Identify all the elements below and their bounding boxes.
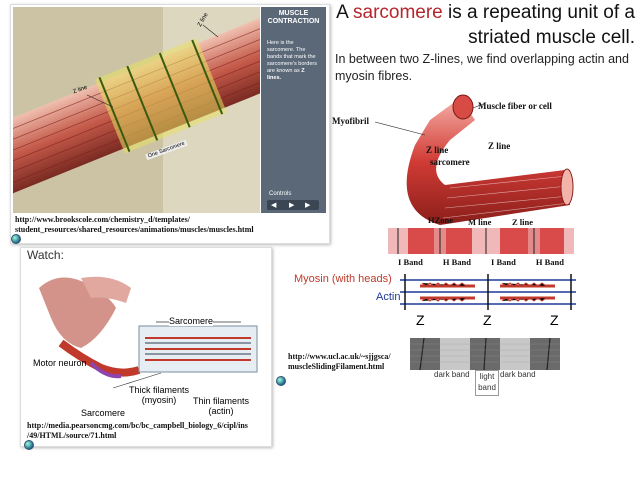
globe-icon[interactable]: [11, 234, 21, 244]
sarcomere-label-2: Sarcomere: [81, 408, 126, 418]
sidebar-header: MUSCLE CONTRACTION: [267, 10, 320, 25]
play-icon[interactable]: ▶: [289, 202, 295, 209]
m-line-label: M line: [468, 217, 492, 227]
electron-micrograph: [410, 338, 560, 370]
muscle-fiber-label: Muscle fiber or cell: [478, 101, 552, 111]
ucl-url[interactable]: http://www.ucl.ac.uk/~sjjgsca/ muscleSli…: [288, 352, 391, 371]
actin-label: Actin: [376, 291, 401, 303]
z-line-label-b: Z line: [488, 141, 511, 151]
myofibril-label: Myofibril: [332, 116, 369, 126]
z-mark: Z: [550, 312, 559, 328]
sidebar-text: Here is the sarcomere. The bands that ma…: [267, 40, 317, 81]
watch-url[interactable]: http://media.pearsoncmg.com/bc/bc_campbe…: [27, 421, 248, 440]
hzone-label: HZone: [428, 215, 454, 225]
myosin-label: Myosin (with heads): [294, 273, 392, 285]
thin-filaments-label: Thin filaments(actin): [193, 396, 250, 416]
globe-icon[interactable]: [24, 440, 34, 450]
next-icon[interactable]: ▶: [305, 202, 311, 209]
z-mark: Z: [416, 312, 425, 328]
muscle-fiber-illustration: [13, 7, 260, 213]
intro-text: In between two Z-lines, we find overlapp…: [335, 52, 629, 83]
muscle-anatomy-illustration: [39, 276, 258, 389]
animation-stage[interactable]: Z line Z line One Sarcomere: [13, 7, 260, 213]
band-strip: [388, 228, 574, 254]
z-mark: Z: [483, 312, 492, 328]
z-line-label-c: Z line: [512, 217, 534, 227]
controls-label: Controls: [269, 191, 292, 197]
thick-filaments-label: Thick filaments(myosin): [129, 385, 190, 405]
title-highlight: sarcomere: [353, 2, 443, 23]
controls-bar[interactable]: ◀ ▶ ▶: [267, 200, 319, 210]
z-line-label-a: Z line: [426, 145, 449, 155]
band-label: I Band: [398, 257, 423, 267]
band-label: I Band: [491, 257, 516, 267]
slide-title: A sarcomere is a repeating unit of a str…: [336, 2, 635, 48]
dark-band-label-2: dark band: [500, 370, 536, 379]
myofibril-illustration: [374, 94, 574, 225]
sarcomere-label-right: sarcomere: [430, 157, 470, 167]
filament-diagram: [400, 274, 576, 310]
prev-icon[interactable]: ◀: [271, 202, 277, 209]
dark-band-label-1: dark band: [434, 370, 470, 379]
band-labels: I Band H Band I Band H Band: [388, 257, 574, 267]
globe-icon[interactable]: [276, 376, 286, 386]
motor-neuron-label: Motor neuron: [33, 358, 87, 368]
band-label: H Band: [442, 257, 471, 267]
watch-label: Watch:: [27, 248, 64, 262]
sarcomere-label: Sarcomere: [169, 316, 214, 326]
animation-panel[interactable]: Z line Z line One Sarcomere MUSCLE CONTR…: [10, 4, 330, 244]
animation-url[interactable]: http://www.brookscole.com/chemistry_d/te…: [15, 215, 254, 234]
animation-sidebar: MUSCLE CONTRACTION Here is the sarcomere…: [261, 7, 326, 213]
band-label: H Band: [535, 257, 564, 267]
watch-panel[interactable]: Sarcomere Motor neuron Thick filaments(m…: [20, 247, 272, 450]
